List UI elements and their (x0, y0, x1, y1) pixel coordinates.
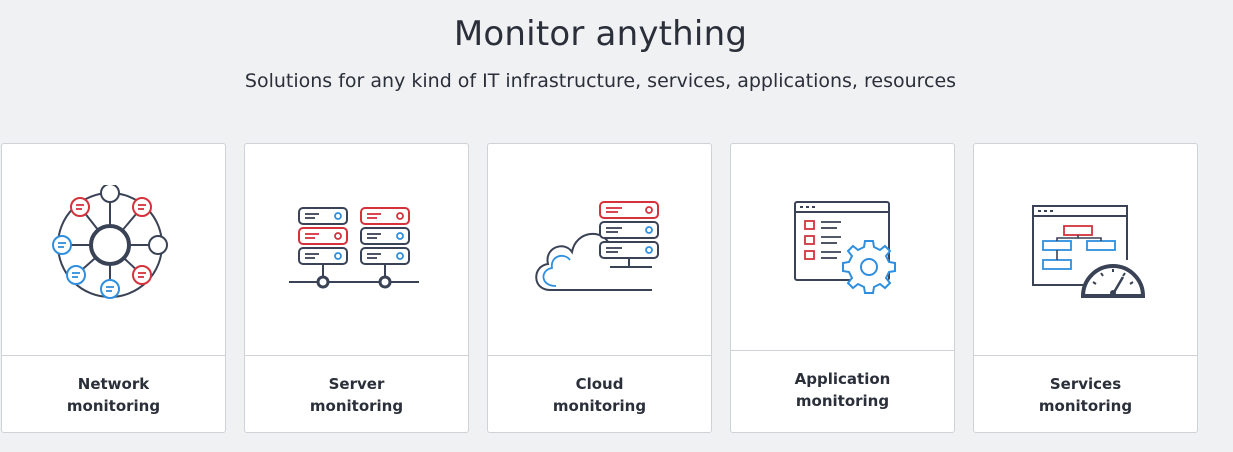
card-divider (731, 350, 954, 351)
cloud-icon (534, 200, 659, 291)
card-divider (245, 355, 468, 356)
network-icon (51, 184, 168, 299)
card-application-monitoring[interactable]: Application monitoring (730, 143, 955, 433)
card-label: Server monitoring (309, 375, 404, 415)
card-divider (488, 355, 711, 356)
card-services-monitoring[interactable]: Services monitoring (973, 143, 1198, 433)
card-server-monitoring[interactable]: Server monitoring (244, 143, 469, 433)
page-title: Monitor anything (453, 14, 748, 54)
card-label: Cloud monitoring (552, 375, 647, 415)
services-icon (1031, 204, 1145, 298)
card-network-monitoring[interactable]: Network monitoring (1, 143, 226, 433)
card-divider (974, 355, 1197, 356)
card-label: Network monitoring (66, 375, 161, 415)
server-icon (288, 206, 419, 288)
card-label: Services monitoring (1038, 375, 1133, 415)
card-cloud-monitoring[interactable]: Cloud monitoring (487, 143, 712, 433)
card-label: Application monitoring (794, 370, 891, 410)
page-subtitle: Solutions for any kind of IT infrastruct… (244, 70, 957, 92)
card-divider (2, 355, 225, 356)
application-icon (793, 201, 896, 294)
